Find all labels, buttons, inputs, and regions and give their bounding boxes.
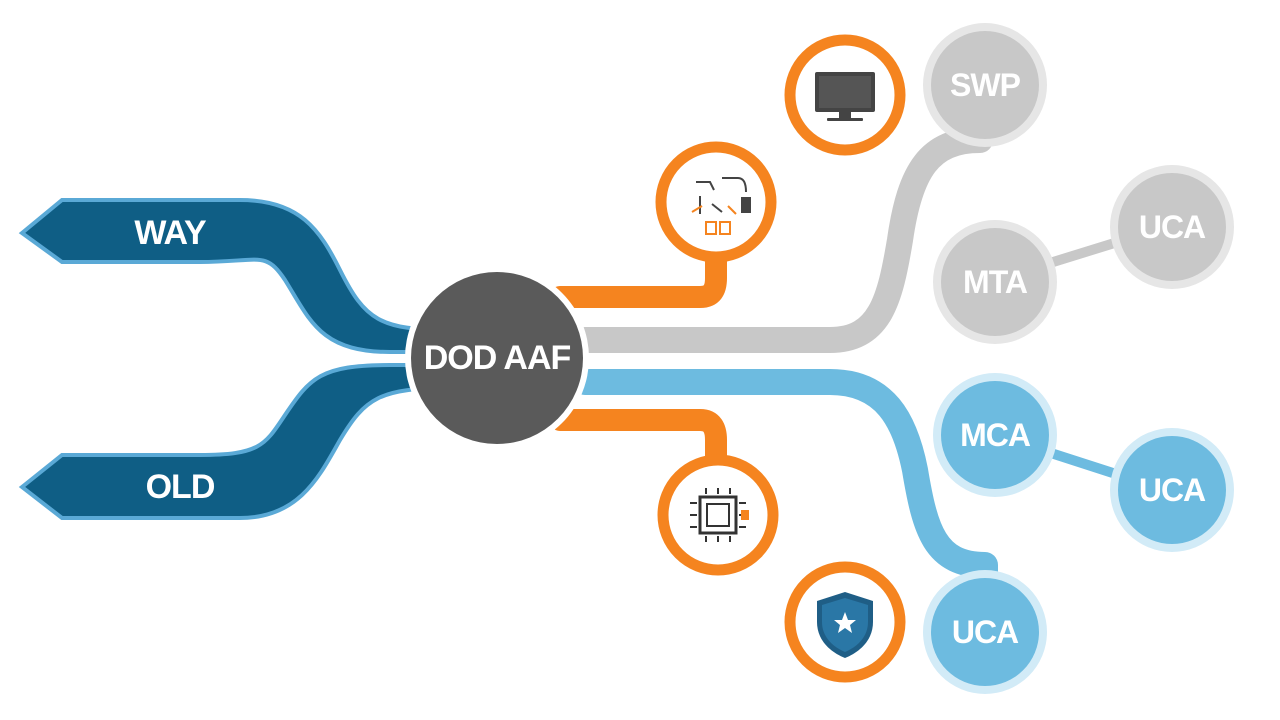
hub-label: DOD AAF (424, 339, 571, 377)
old-arrow (18, 363, 452, 520)
node-uca-top[interactable]: UCA (1110, 165, 1234, 289)
gray-connector (572, 127, 993, 353)
shield-icon (817, 592, 873, 658)
input-arrows: WAY OLD (18, 198, 452, 520)
microchip-icon (690, 488, 749, 542)
node-mta[interactable]: MTA (933, 220, 1057, 344)
hub-fill (411, 272, 583, 444)
node-uca-bottom-label: UCA (952, 614, 1019, 650)
icon-nodes (655, 34, 906, 683)
way-arrow (18, 198, 452, 354)
connectors (549, 127, 1155, 613)
node-swp-label: SWP (950, 67, 1021, 103)
hub-node[interactable]: DOD AAF (405, 266, 589, 450)
node-swp[interactable]: SWP (923, 23, 1047, 147)
node-mca-label: MCA (960, 417, 1031, 453)
icon-node-monitor[interactable] (784, 34, 906, 156)
icon-node-chip[interactable] (657, 454, 779, 576)
node-mca[interactable]: MCA (933, 373, 1057, 497)
orange-connector-bottom (549, 409, 727, 481)
way-label: WAY (134, 214, 207, 252)
icon-node-wiring[interactable] (655, 141, 777, 263)
old-label: OLD (146, 468, 215, 506)
blue-nodes: MCA UCA UCA (923, 373, 1234, 694)
circuit-wiring-icon (691, 177, 751, 235)
node-mta-label: MTA (963, 264, 1028, 300)
blue-connector (572, 369, 998, 613)
monitor-icon (815, 72, 875, 121)
gray-nodes: SWP MTA UCA (923, 23, 1234, 344)
node-uca-mid-label: UCA (1139, 472, 1206, 508)
node-uca-mid[interactable]: UCA (1110, 428, 1234, 552)
orange-connector-top (549, 237, 727, 308)
node-uca-top-label: UCA (1139, 209, 1206, 245)
icon-node-shield[interactable] (784, 561, 906, 683)
node-uca-bottom[interactable]: UCA (923, 570, 1047, 694)
